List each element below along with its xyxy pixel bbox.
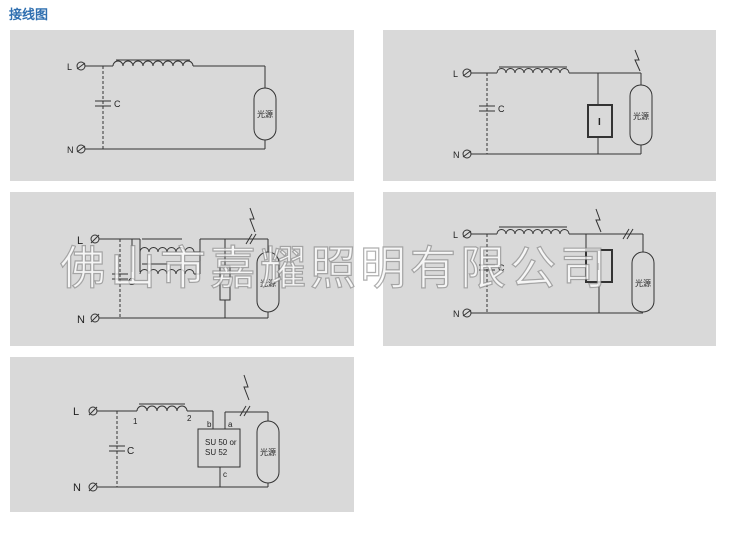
lamp-label: 光源 [257, 109, 273, 119]
su-module-label-1: SU 50 or [205, 438, 237, 447]
capacitor-label: C [114, 99, 121, 109]
wiring-diagram-5: L N C 1 2 b a c SU 50 or SU 52 光源 [10, 357, 354, 512]
ignitor-label: I [597, 262, 600, 273]
page-heading: 接线图 [9, 8, 49, 23]
pin-1-label: 1 [133, 417, 138, 426]
su-module-label-2: SU 52 [205, 448, 228, 457]
line-terminal-label: L [67, 62, 72, 72]
capacitor-label: C [127, 446, 134, 457]
wiring-diagram-4: L N C I 光源 [383, 192, 716, 346]
neutral-terminal-label: N [77, 314, 85, 326]
neutral-terminal-label: N [73, 482, 81, 494]
pin-b-label: b [207, 420, 212, 429]
pin-c-label: c [223, 470, 227, 479]
neutral-terminal-label: N [453, 150, 460, 160]
wiring-diagram-2: L N C I 光源 [383, 30, 716, 181]
wiring-diagram-4-svg: L N C I 光源 [453, 208, 655, 319]
neutral-terminal-label: N [67, 145, 74, 155]
line-terminal-label: L [73, 406, 79, 418]
wiring-diagram-1-svg: L N C 光源 [67, 59, 277, 155]
capacitor-label: C [128, 277, 135, 288]
wiring-diagram-2-svg: L N C I 光源 [453, 49, 653, 160]
line-terminal-label: L [77, 235, 83, 247]
line-terminal-label: L [453, 230, 458, 240]
capacitor-label: C [498, 263, 505, 273]
wiring-diagram-3: L N C 光源 [10, 192, 354, 346]
capacitor-label: C [498, 104, 505, 114]
wiring-diagram-3-svg: L N C 光源 [77, 207, 280, 326]
pin-2-label: 2 [187, 414, 192, 423]
neutral-terminal-label: N [453, 309, 460, 319]
ignitor-label: I [598, 117, 601, 128]
lamp-label: 光源 [633, 111, 649, 121]
pin-a-label: a [228, 420, 233, 429]
wiring-diagram-5-svg: L N C 1 2 b a c SU 50 or SU 52 光源 [73, 374, 280, 494]
lamp-label: 光源 [260, 278, 276, 288]
lamp-label: 光源 [260, 447, 276, 457]
line-terminal-label: L [453, 69, 458, 79]
lamp-label: 光源 [635, 278, 651, 288]
wiring-diagram-1: L N C 光源 [10, 30, 354, 181]
